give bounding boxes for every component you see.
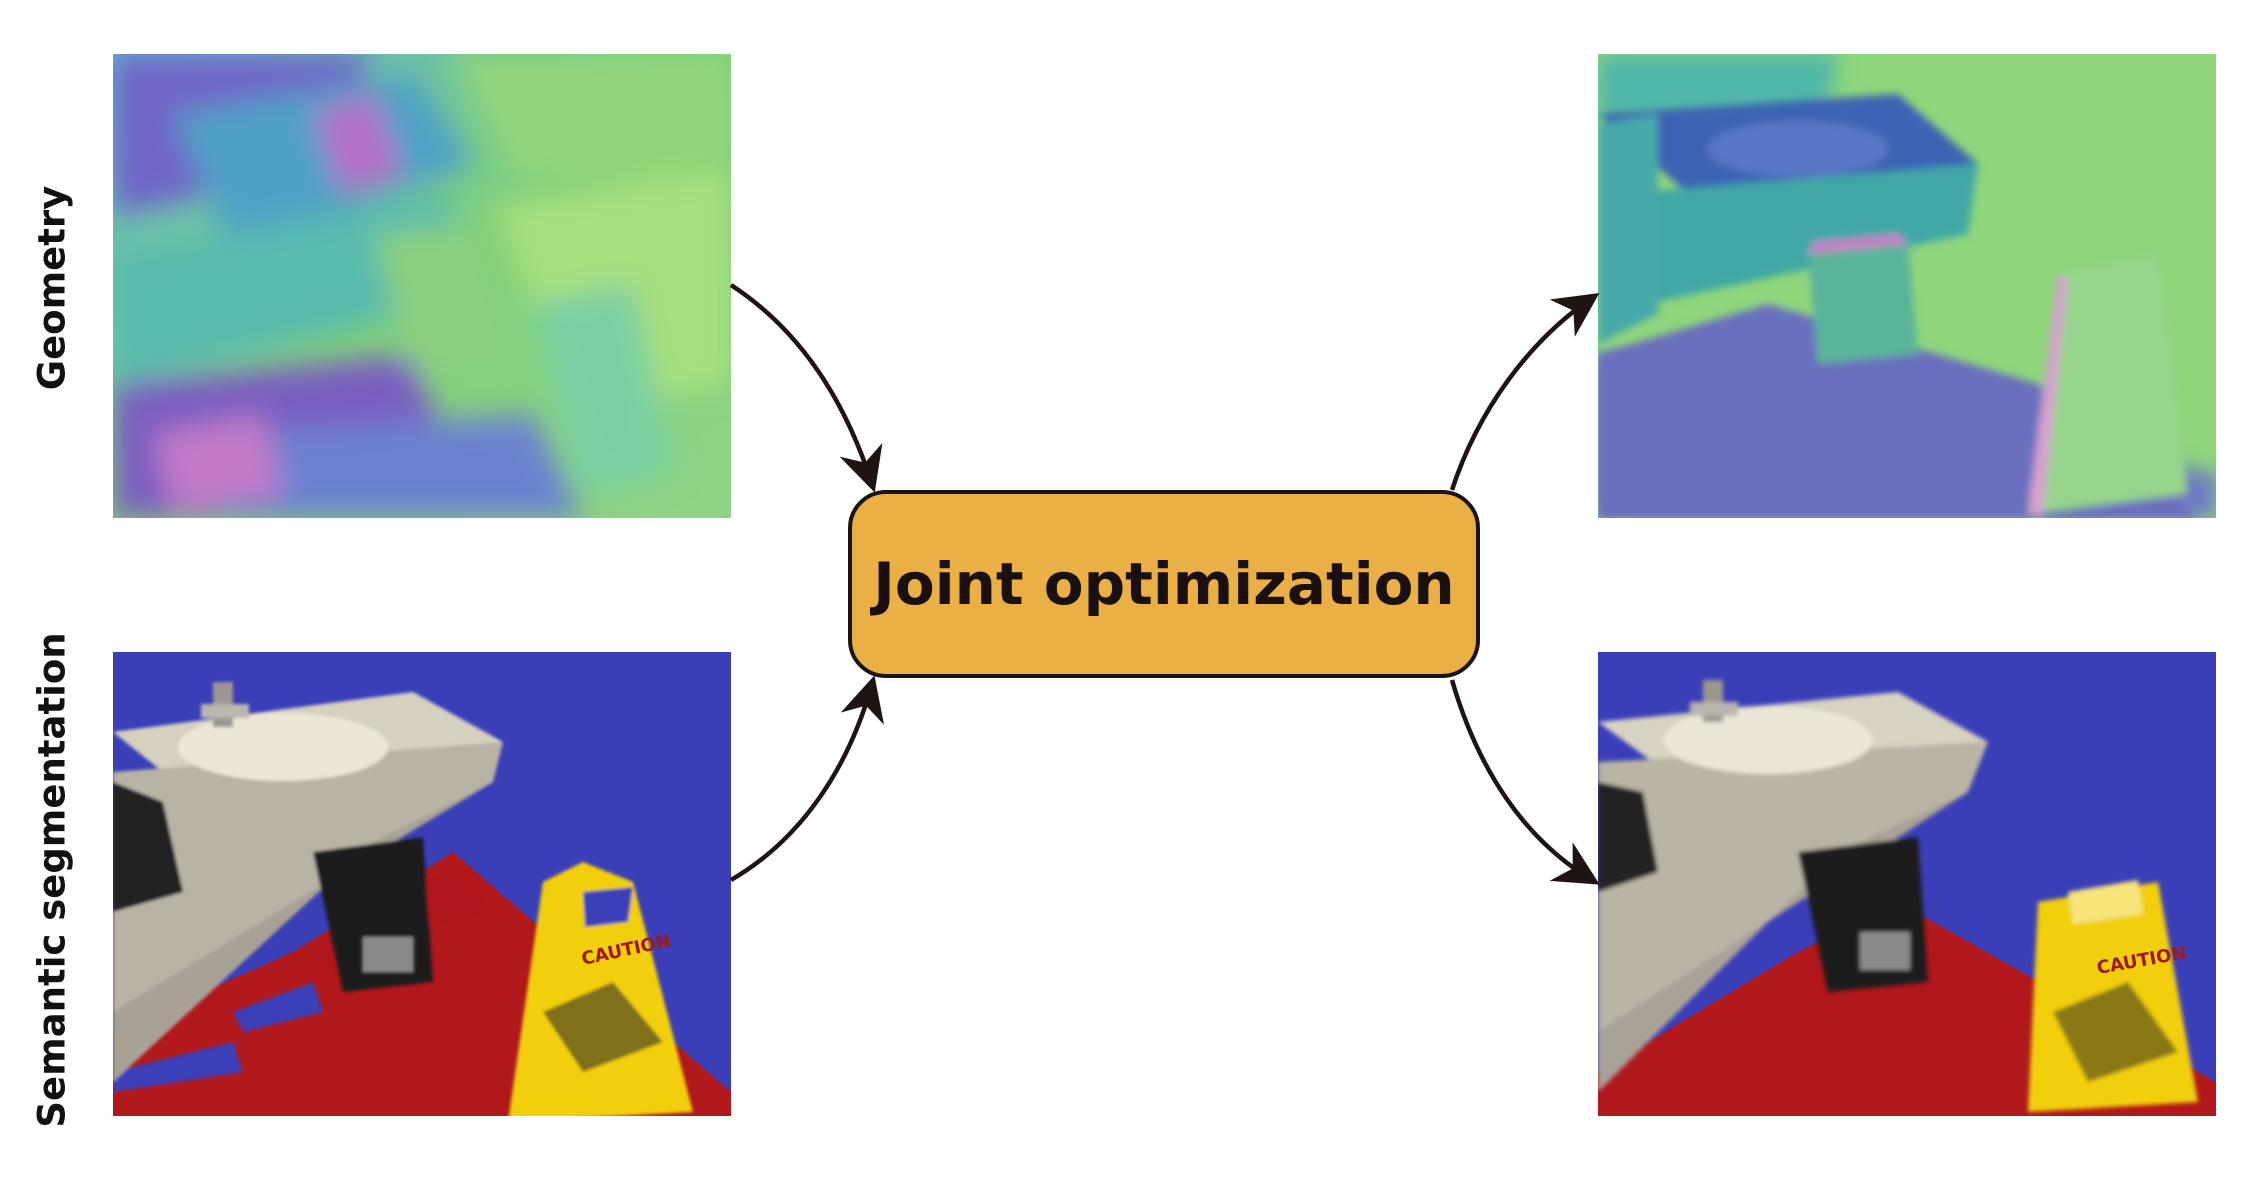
joint-optimization-box: Joint optimization (848, 490, 1480, 678)
geometry-row-label: Geometry (30, 185, 74, 391)
arrow-semantic-out (1449, 679, 1600, 885)
semantic-input-image: CAUTION (113, 652, 731, 1116)
arrow-geometry-in (729, 283, 883, 493)
geometry-output-image (1598, 54, 2216, 518)
arrow-semantic-in (729, 675, 884, 882)
arrow-geometry-out (1449, 292, 1600, 491)
semantic-row-label: Semantic segmentation (30, 632, 74, 1128)
semantic-output-image: CAUTION (1598, 652, 2216, 1116)
geometry-input-image (113, 54, 731, 518)
joint-optimization-label: Joint optimization (873, 550, 1455, 618)
